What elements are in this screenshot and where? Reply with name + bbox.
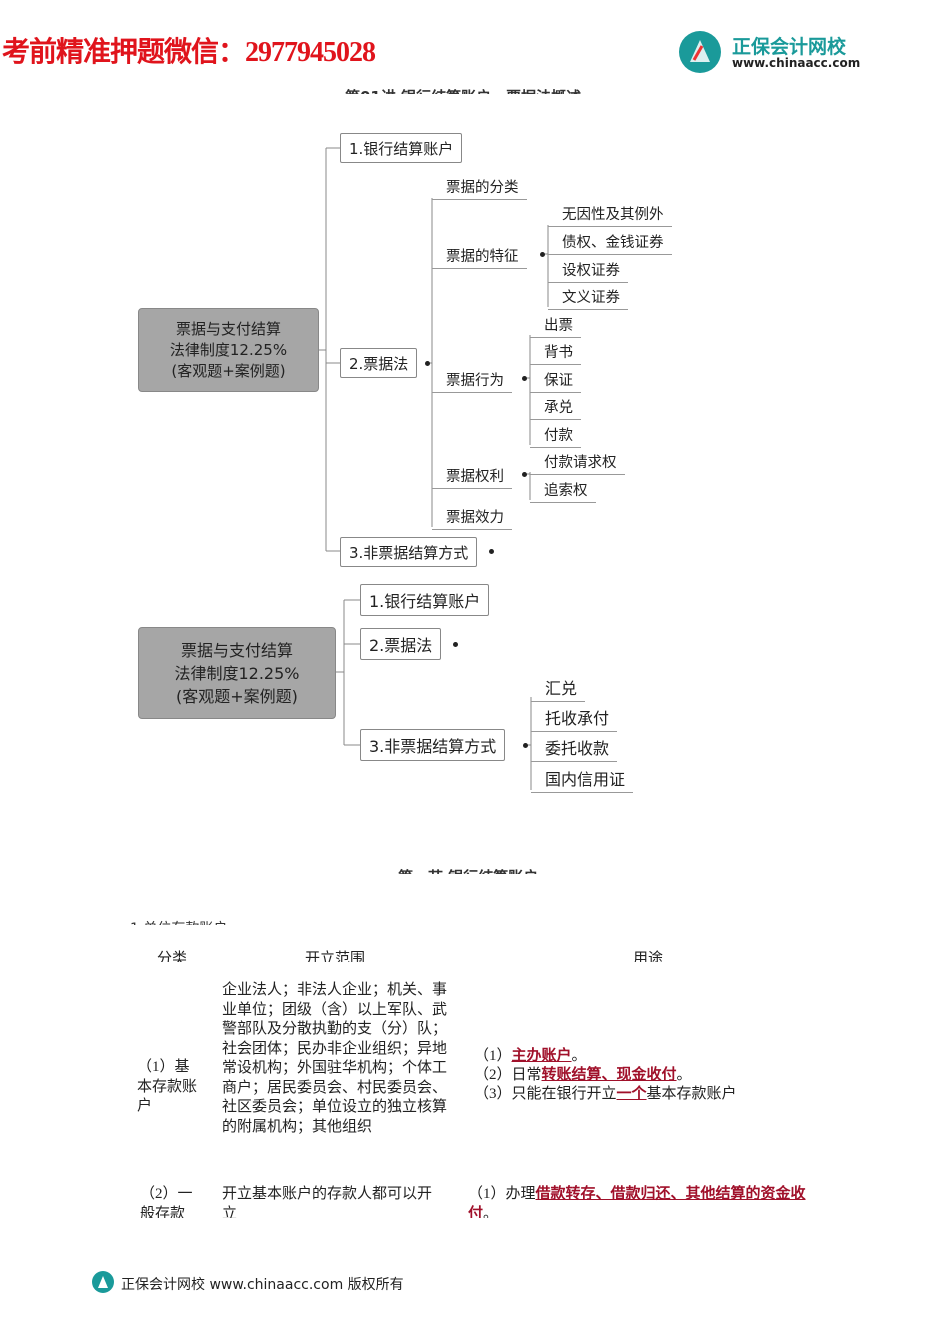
row2-scope: 开立基本账户的存款人都可以开立 xyxy=(222,1186,432,1218)
method-item: 委托收款 xyxy=(531,735,618,762)
node-bill-features: 票据的特征 xyxy=(432,245,527,269)
expand-dot[interactable] xyxy=(425,361,430,366)
logo-icon xyxy=(679,31,721,73)
mindmap2-root: 票据与支付结算法律制度12.25%(客观题+案例题) xyxy=(138,627,336,719)
row2-use: （1）办理借款转存、借款归还、其他结算的资金收付。 xyxy=(468,1186,806,1218)
expand-dot[interactable] xyxy=(522,472,527,477)
table-header-use: 用途 xyxy=(633,951,664,962)
section-subtitle: 1.单位存款账户 xyxy=(130,918,227,925)
row1-scope: 企业法人；非法人企业；机关、事业单位；团级（含）以上军队、武警部队及分散执勤的支… xyxy=(222,982,448,1135)
node-bill-acts: 票据行为 xyxy=(432,369,512,393)
act-item: 背书 xyxy=(530,341,581,365)
ad-banner: 考前精准押题微信：2977945028 xyxy=(2,37,376,68)
right-item: 付款请求权 xyxy=(530,451,625,475)
feature-item: 债权、金钱证券 xyxy=(548,231,672,255)
row2-type: （2）一般存款 xyxy=(140,1186,193,1218)
feature-item: 无因性及其例外 xyxy=(548,203,672,227)
node-bill-law: 2.票据法 xyxy=(360,628,442,660)
node-non-bill: 3.非票据结算方式 xyxy=(360,729,506,761)
row1-use: （1）主办账户。 （2）日常转账结算、现金收付。 （3）只能在银行开立一个基本存… xyxy=(474,1048,737,1102)
act-item: 保证 xyxy=(530,369,581,393)
right-item: 追索权 xyxy=(530,479,596,503)
mindmap1-root: 票据与支付结算法律制度12.25%(客观题+案例题) xyxy=(138,308,319,392)
footer-copyright: 正保会计网校 www.chinaacc.com 版权所有 xyxy=(121,1277,404,1293)
node-non-bill: 3.非票据结算方式 xyxy=(340,537,478,567)
method-item: 汇兑 xyxy=(531,675,586,702)
expand-dot[interactable] xyxy=(540,252,545,257)
row1-type: （1）基本存款账户 xyxy=(137,1059,198,1114)
logo-name: 正保会计网校 xyxy=(732,36,847,58)
node-bill-law: 2.票据法 xyxy=(340,348,418,378)
method-item: 国内信用证 xyxy=(531,766,634,793)
node-bill-effect: 票据效力 xyxy=(432,506,512,530)
node-bill-rights: 票据权利 xyxy=(432,465,512,489)
act-item: 承兑 xyxy=(530,396,581,420)
table-header-scope: 开立范围 xyxy=(305,951,366,962)
node-bank-account: 1.银行结算账户 xyxy=(340,133,463,163)
logo: 正保会计网校 www.chinaacc.com xyxy=(678,30,861,74)
table-header-type: 分类 xyxy=(157,951,188,962)
lecture-title: 第01讲 银行结算账户、票据法概述 xyxy=(345,86,581,94)
expand-dot[interactable] xyxy=(489,549,494,554)
feature-item: 设权证券 xyxy=(548,259,628,283)
expand-dot[interactable] xyxy=(453,642,458,647)
logo-url: www.chinaacc.com xyxy=(732,56,861,70)
node-bill-classify: 票据的分类 xyxy=(432,176,527,200)
feature-item: 文义证券 xyxy=(548,286,628,310)
section-title: 第一节 银行结算账户 xyxy=(398,866,538,874)
act-item: 出票 xyxy=(530,314,581,338)
method-item: 托收承付 xyxy=(531,705,618,732)
act-item: 付款 xyxy=(530,424,581,448)
expand-dot[interactable] xyxy=(522,376,527,381)
expand-dot[interactable] xyxy=(523,743,528,748)
node-bank-account: 1.银行结算账户 xyxy=(360,584,490,616)
